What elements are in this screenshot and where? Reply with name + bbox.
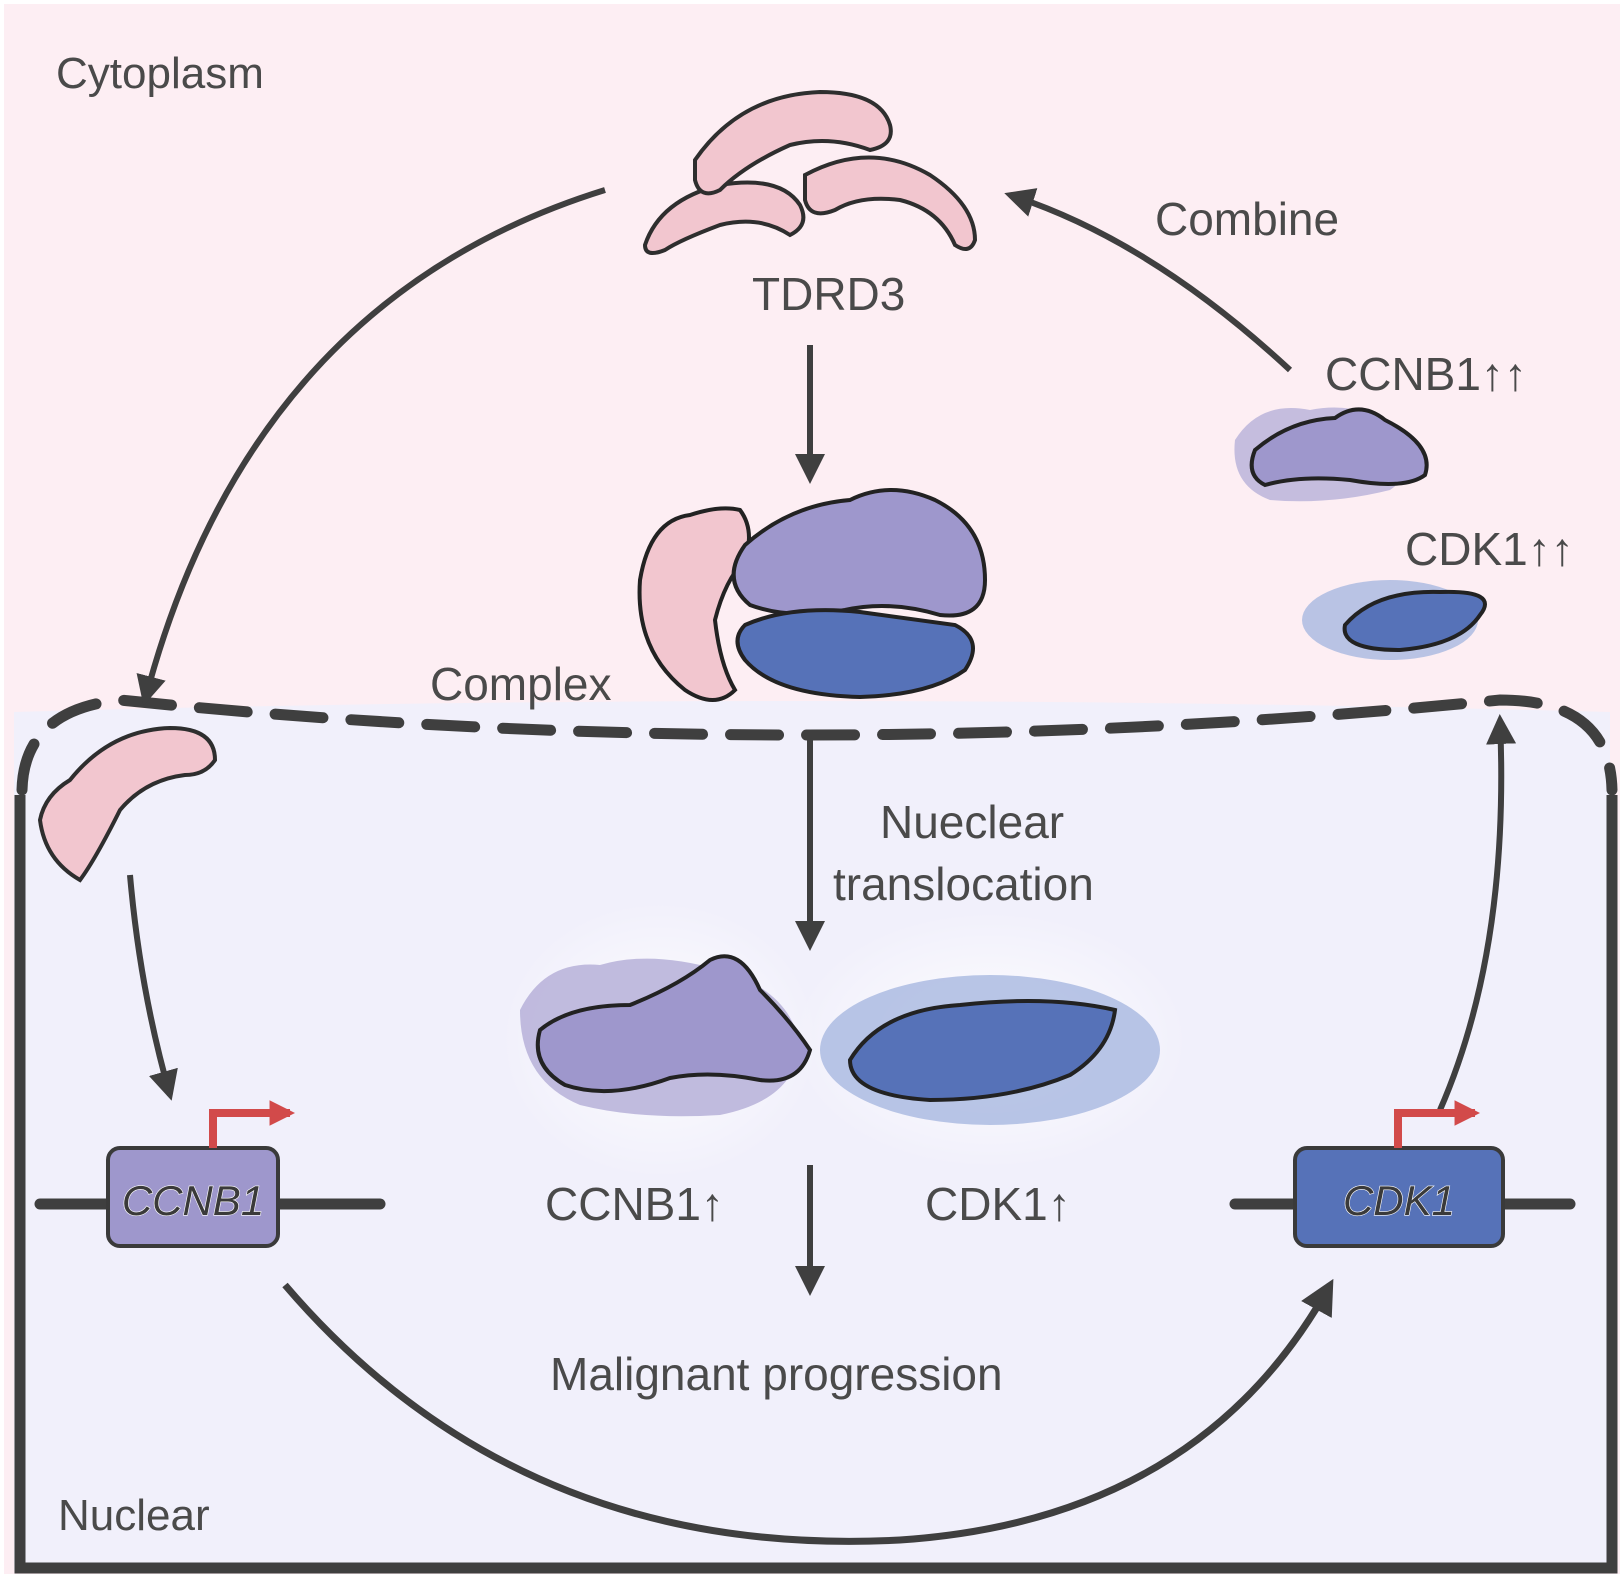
tdrd3-nuclear-protein <box>37 725 218 883</box>
ccnb1-gene-label: CCNB1 <box>122 1177 264 1224</box>
tdrd3-label: TDRD3 <box>752 268 905 320</box>
arrow-ccnb1-to-cdk1 <box>282 1278 1334 1545</box>
nuclear-label: Nuclear <box>58 1491 210 1540</box>
combine-label: Combine <box>1155 193 1339 245</box>
cdk1-gene-label: CDK1 <box>1343 1177 1455 1224</box>
arrow-tdrd3-to-ccnb1-gene <box>127 874 178 1101</box>
malignant-progression-label: Malignant progression <box>550 1348 1003 1400</box>
cytoplasm-label: Cytoplasm <box>56 49 264 98</box>
cdk1-gene: CDK1 <box>1229 1100 1576 1248</box>
cdk1-promoter-arrow-icon <box>1394 1100 1481 1148</box>
ccnb1-cyto-label: CCNB1↑↑ <box>1325 348 1527 400</box>
ccnb1-nuclear-protein <box>520 954 813 1117</box>
nuclear-translocation-label-line1: Nueclear <box>880 796 1064 848</box>
complex-label: Complex <box>430 658 612 710</box>
nuclear-membrane-solid <box>14 795 1618 1574</box>
arrow-cdk1-to-cytoplasm <box>1437 714 1517 1112</box>
arrow-tdrd3-to-nucleus <box>136 187 606 706</box>
ccnb1-promoter-arrow-icon <box>209 1100 296 1148</box>
nuclear-membrane-dashed <box>16 694 1618 796</box>
cdk1-nuclear-protein <box>820 975 1160 1125</box>
ccnb1-nuclear-label: CCNB1↑ <box>545 1178 724 1230</box>
ccnb1-cyto-protein <box>1234 407 1429 502</box>
ccnb1-gene: CCNB1 <box>34 1100 386 1248</box>
cdk1-cyto-protein <box>1302 580 1487 660</box>
combine-arrow <box>1004 188 1293 373</box>
cdk1-nuclear-label: CDK1↑ <box>925 1178 1071 1230</box>
tdrd3-ccnb1-cdk1-complex <box>637 488 988 702</box>
nucleus-region <box>14 701 1610 1570</box>
cdk1-cyto-label: CDK1↑↑ <box>1405 523 1574 575</box>
tdrd3-protein-cluster <box>642 89 978 256</box>
nuclear-translocation-label-line2: translocation <box>833 858 1094 910</box>
